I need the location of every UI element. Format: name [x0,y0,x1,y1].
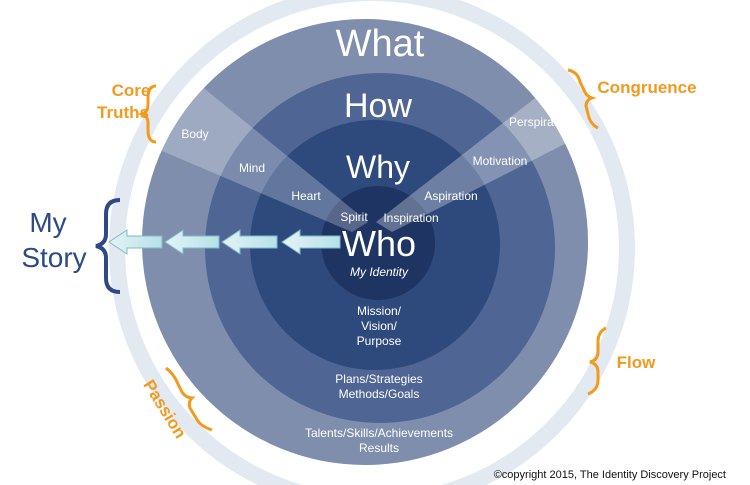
core-truths-brace [137,84,157,144]
who-subtitle: My Identity [350,265,409,279]
copyright-text: ©copyright 2015, The Identity Discovery … [494,469,726,481]
arrow-3 [164,229,220,255]
label-motivation: Motivation [473,154,528,168]
story-arrows [108,229,341,255]
label-spirit: Spirit [340,210,368,224]
who-title: Who [342,223,416,264]
flow-brace [587,326,607,396]
what-item-2: Results [359,441,399,455]
halo-arcs [109,0,635,485]
how-item-1: Plans/Strategies [335,372,422,386]
why-item-3: Purpose [357,334,402,348]
label-body: Body [181,127,208,141]
label-perspiration: Perspiration [509,115,573,129]
why-item-2: Vision/ [361,319,397,333]
flow-label: Flow [617,353,656,372]
why-item-1: Mission/ [357,304,402,318]
core-truths-line-2: Truths [97,103,149,122]
my-story-line-1: My [29,207,66,238]
label-mind: Mind [239,161,265,175]
core-circle-who [321,186,435,300]
label-heart: Heart [291,189,321,203]
how-title: How [344,87,412,125]
right-wedge [376,88,592,232]
label-inspiration: Inspiration [383,211,438,225]
arrow-2 [221,229,278,255]
arrow-4 [108,229,163,255]
passion-brace [165,366,213,432]
my-story-line-2: Story [21,242,86,273]
what-item-1: Talents/Skills/Achievements [305,426,453,440]
core-truths-line-1: Core [112,81,151,100]
why-title: Why [346,149,410,185]
how-item-2: Methods/Goals [339,387,420,401]
what-title: What [336,23,425,65]
congruence-brace [567,68,599,130]
congruence-label: Congruence [597,78,696,97]
arrow-1 [281,229,341,255]
my-story-brace [95,198,121,294]
left-wedge [155,85,368,232]
label-aspiration: Aspiration [424,189,477,203]
